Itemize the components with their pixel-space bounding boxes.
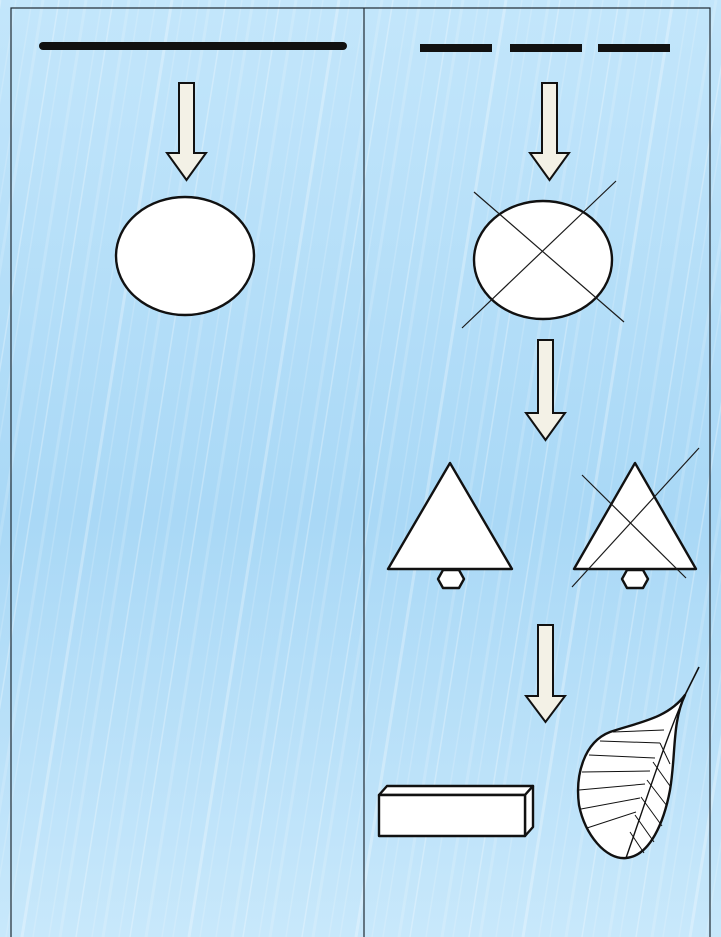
background-stripe bbox=[339, 0, 491, 937]
cross-line bbox=[571, 447, 700, 588]
background-stripe bbox=[215, 0, 367, 937]
box-top bbox=[377, 784, 535, 797]
ellipse-icon bbox=[114, 195, 256, 317]
leaf-vein bbox=[652, 761, 671, 787]
background-stripe bbox=[285, 0, 437, 937]
background-stripe bbox=[678, 669, 721, 937]
background-stripe bbox=[650, 496, 721, 937]
background-stripe bbox=[118, 0, 270, 937]
leaf-vein bbox=[586, 811, 637, 829]
background-stripe bbox=[0, 0, 45, 279]
leaf-veins bbox=[578, 729, 671, 854]
background-stripe bbox=[662, 569, 721, 937]
left-column bbox=[39, 42, 347, 317]
background-stripe bbox=[161, 0, 313, 937]
background-stripe bbox=[354, 0, 508, 937]
background-stripe bbox=[549, 0, 701, 937]
arrow-down-icon bbox=[524, 339, 567, 442]
leaf-vein bbox=[634, 814, 655, 843]
leaf-stem bbox=[684, 666, 700, 696]
background-stripe bbox=[32, 0, 184, 937]
background-stripe bbox=[0, 0, 33, 205]
background-stripe bbox=[0, 0, 141, 880]
background-stripe bbox=[452, 0, 604, 937]
crossed-ellipse-icon bbox=[461, 180, 625, 329]
background-stripe bbox=[0, 0, 103, 642]
background-stripe bbox=[268, 0, 422, 937]
arrow-down-icon bbox=[524, 624, 567, 724]
leaf-vein bbox=[581, 770, 651, 773]
background-stripe bbox=[0, 0, 131, 816]
background-stripe bbox=[511, 0, 663, 937]
leaf-vein bbox=[599, 740, 661, 744]
background-stripe bbox=[199, 0, 351, 937]
background-stripe bbox=[301, 0, 453, 937]
background-stripe bbox=[91, 0, 243, 937]
background-stripe bbox=[0, 0, 60, 374]
background-stripe bbox=[5, 0, 157, 937]
leaf-vein bbox=[640, 796, 663, 827]
ellipse-shape bbox=[472, 199, 614, 321]
panel-frame bbox=[10, 7, 711, 937]
background-stripe bbox=[688, 733, 721, 937]
leaf-vein bbox=[588, 754, 656, 759]
background-stripe bbox=[311, 0, 465, 937]
tree-triangle-icon bbox=[386, 461, 514, 590]
box-icon bbox=[377, 784, 535, 838]
background-stripe bbox=[328, 0, 480, 937]
right-column bbox=[377, 44, 700, 860]
background-stripe bbox=[20, 0, 174, 937]
background-stripe bbox=[129, 0, 281, 937]
background-stripe bbox=[0, 0, 114, 711]
leaf-vein bbox=[578, 783, 646, 791]
arrow-down-icon bbox=[528, 82, 571, 182]
leaf-icon bbox=[576, 666, 700, 860]
background-stripe bbox=[478, 0, 632, 937]
leaf-vein bbox=[646, 779, 668, 807]
leaf-vein bbox=[580, 797, 641, 810]
arrow-down-icon bbox=[165, 82, 208, 182]
background-stripe bbox=[382, 0, 534, 937]
background-stripe bbox=[0, 0, 71, 443]
cross-line bbox=[581, 474, 687, 579]
background-stripe bbox=[187, 0, 341, 937]
crossed-tree-triangle-icon bbox=[571, 447, 700, 590]
background-stripe bbox=[397, 0, 551, 937]
background-stripe bbox=[230, 0, 384, 937]
background-stripe bbox=[242, 0, 394, 937]
leaf-blade bbox=[576, 693, 687, 860]
frame-border bbox=[10, 7, 711, 937]
background-stripe bbox=[172, 0, 324, 937]
leaf-vein bbox=[629, 831, 645, 854]
box-front bbox=[377, 793, 527, 838]
cross-line bbox=[473, 191, 625, 323]
background-stripe bbox=[521, 0, 675, 937]
background-stripe bbox=[258, 0, 410, 937]
background-stripe bbox=[495, 0, 647, 937]
background-stripe bbox=[538, 0, 690, 937]
tree-trunk bbox=[620, 568, 650, 590]
leaf-vein bbox=[659, 742, 671, 765]
background-stripe bbox=[101, 0, 255, 937]
background-stripe bbox=[468, 0, 620, 937]
box-side bbox=[523, 784, 535, 838]
background-stripe bbox=[144, 0, 298, 937]
cross-line bbox=[461, 180, 617, 329]
leaf-vein bbox=[612, 729, 665, 733]
leaf-midrib bbox=[625, 694, 686, 859]
tree-trunk bbox=[436, 568, 466, 590]
